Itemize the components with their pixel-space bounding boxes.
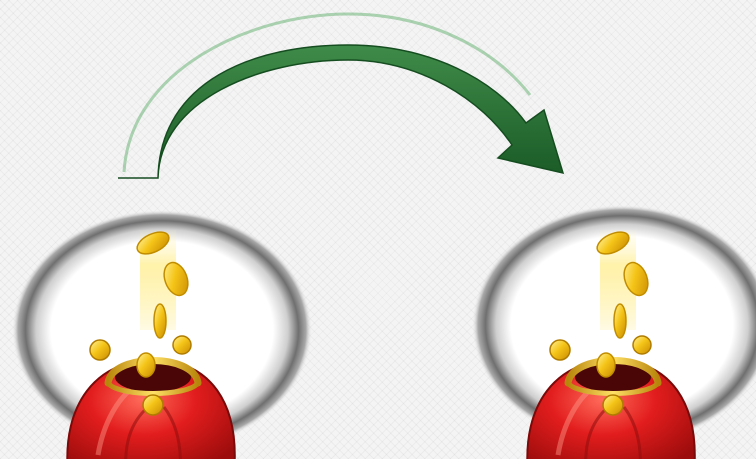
source-purse-node xyxy=(12,210,312,459)
target-purse-node xyxy=(472,205,756,459)
curved-arrow-icon xyxy=(118,14,563,178)
